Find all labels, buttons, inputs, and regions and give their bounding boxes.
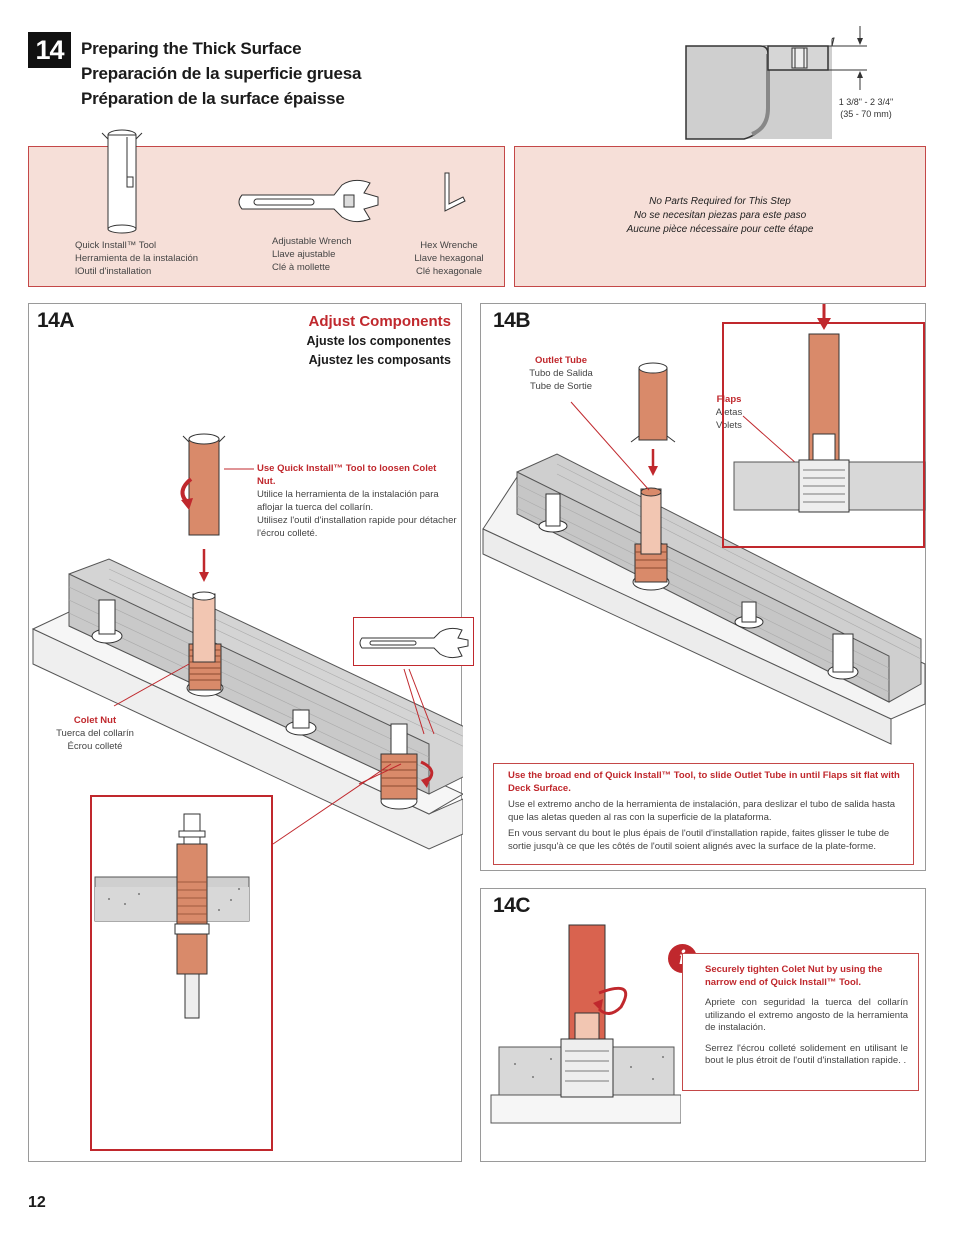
step-14c-illustration <box>490 924 681 1124</box>
note-14c-es: Apriete con seguridad la tuerca del coll… <box>705 997 908 1033</box>
tool-caption-adjustable-wrench: Adjustable Wrench Llave ajustable Clé à … <box>272 235 352 274</box>
no-parts-es: No se necesitan piezas para este paso <box>633 210 807 221</box>
note-14a-es: Utilice la herramienta de la instalación… <box>257 489 439 513</box>
step-14a-label: 14A <box>37 309 75 332</box>
step-14a-note: Use Quick Install™ Tool to loosen Colet … <box>257 462 457 540</box>
step-14c-label: 14C <box>493 894 531 917</box>
title-fr: Préparation de la surface épaisse <box>81 89 345 108</box>
note-14b-es: Use el extremo ancho de la herramienta d… <box>508 799 896 823</box>
title-en: Preparing the Thick Surface <box>81 39 302 58</box>
adjust-title-fr: Ajustez les composants <box>308 353 451 367</box>
outlet-tube-en: Outlet Tube <box>534 355 588 366</box>
step-14a-panel: 14A Adjust Components Ajuste los compone… <box>28 303 463 1162</box>
wrench-inset <box>353 617 474 666</box>
tool-name-fr: lOutil d'installation <box>75 266 152 277</box>
adjust-title-es: Ajuste los componentes <box>306 334 451 348</box>
hex-wrench-icon <box>444 172 466 212</box>
colet-nut-zoom-detail <box>90 795 273 1151</box>
step-14c-note: Securely tighten Colet Nut by using the … <box>682 953 919 1091</box>
colet-nut-es: Tuerca del collarín <box>56 728 134 739</box>
flaps-fr: Volets <box>716 420 742 431</box>
step-14b-illustration <box>482 304 926 745</box>
tool-caption-hex-wrench: Hex Wrenche Llave hexagonal Clé hexagona… <box>404 239 494 278</box>
title-es: Preparación de la superficie gruesa <box>81 64 362 83</box>
tool-name-es: Herramienta de la instalación <box>75 253 199 264</box>
tool-name-es: Llave hexagonal <box>414 253 484 264</box>
tool-name-en: Adjustable Wrench <box>272 236 352 247</box>
step-14b-label: 14B <box>493 309 531 332</box>
outlet-tube-es: Tubo de Salida <box>529 368 593 379</box>
flaps-es: Aletas <box>715 407 743 418</box>
no-parts-fr: Aucune pièce nécessaire pour cette étape <box>626 224 814 235</box>
tool-name-fr: Clé hexagonale <box>415 266 483 277</box>
no-parts-panel: No Parts Required for This Step No se ne… <box>514 146 926 287</box>
tool-name-fr: Clé à mollette <box>272 262 331 273</box>
no-parts-text: No Parts Required for This Step No se ne… <box>515 195 925 237</box>
outlet-tube-fr: Tube de Sortie <box>530 381 592 392</box>
thickness-range: 1 3/8" - 2 3/4" (35 - 70 mm) <box>826 96 906 120</box>
adjustable-wrench-icon <box>238 179 379 223</box>
note-14c-fr: Serrez l'écrou colleté solidement en uti… <box>705 1042 908 1067</box>
note-14b-fr: En vous servant du bout le plus épais de… <box>508 828 890 852</box>
note-14a-en: Use Quick Install™ Tool to loosen Colet … <box>257 463 437 487</box>
tools-required-panel: Quick Install™ Tool Herramienta de la in… <box>28 129 505 287</box>
adjust-components-title: Adjust Components Ajuste los componentes… <box>307 312 451 370</box>
page-number: 12 <box>28 1194 46 1211</box>
flaps-label: Flaps Aletas Volets <box>701 393 757 432</box>
tool-caption-quick-install: Quick Install™ Tool Herramienta de la in… <box>75 239 198 278</box>
thickness-inches: 1 3/8" - 2 3/4" <box>838 97 894 107</box>
adjustable-wrench-icon <box>359 627 469 659</box>
step-14b-note: Use the broad end of Quick Install™ Tool… <box>493 763 914 865</box>
flaps-en: Flaps <box>716 394 742 405</box>
adjust-title-en: Adjust Components <box>308 313 452 330</box>
colet-nut-label: Colet Nut Tuerca del collarín Écrou coll… <box>47 714 143 753</box>
flaps-zoom-detail <box>722 322 925 548</box>
step-number-badge: 14 <box>28 32 71 68</box>
note-14a-fr: Utilisez l'outil d'installation rapide p… <box>257 515 457 539</box>
colet-nut-fr: Écrou colleté <box>67 741 123 752</box>
no-parts-en: No Parts Required for This Step <box>649 196 791 207</box>
thickness-mm: (35 - 70 mm) <box>840 109 892 119</box>
tool-name-es: Llave ajustable <box>272 249 336 260</box>
tool-name-en: Quick Install™ Tool <box>75 240 157 251</box>
outlet-tube-label: Outlet Tube Tubo de Salida Tube de Sorti… <box>511 354 611 393</box>
tool-name-en: Hex Wrenche <box>420 240 478 251</box>
note-14b-en: Use the broad end of Quick Install™ Tool… <box>508 770 900 794</box>
note-14c-en: Securely tighten Colet Nut by using the … <box>705 964 883 988</box>
step-title: Preparing the Thick Surface Preparación … <box>81 36 361 111</box>
quick-install-tool-icon <box>101 129 143 234</box>
step-14a-illustration <box>31 433 463 1019</box>
colet-nut-en: Colet Nut <box>73 715 117 726</box>
thick-surface-diagram <box>685 26 867 140</box>
